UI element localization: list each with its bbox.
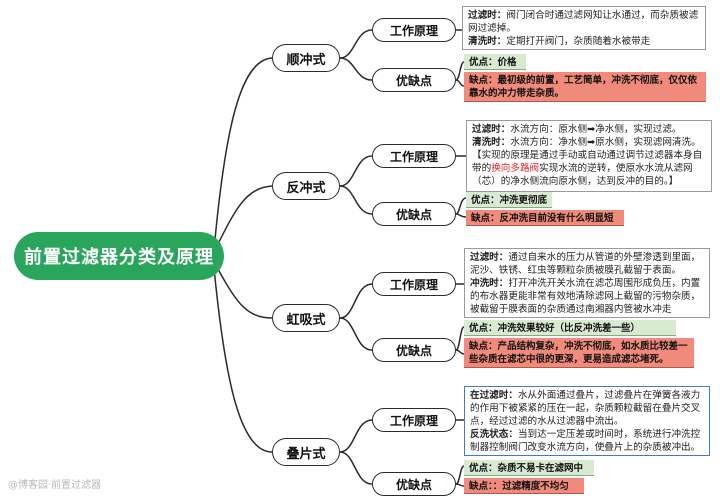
category-diepian[interactable]: 叠片式 (272, 438, 340, 466)
pro-tag: 优点：冲洗效果较好（比反冲洗差一些） (464, 320, 676, 336)
principle-node[interactable]: 工作原理 (372, 408, 456, 432)
principle-text: 当到达一定压差或时间时，系统进行冲洗控制器控制阀门改变水流方向，使叠片上的杂质被… (470, 429, 701, 453)
principle-text: 阀门闭合时通过滤网知让水通过，而杂质被滤网过滤掉。 (468, 10, 699, 34)
principle-text: 水从外面通过叠片，过滤叠片在弹簧各液力的作用下被紧紧的压在一起，杂质颗粒截留在叠… (470, 390, 701, 427)
principle-key: 冲洗时： (470, 278, 509, 289)
con-tag: 缺点：：过滤精度不均匀 (464, 478, 584, 494)
principle-box: 过滤时：水流方向：原水侧➡净水侧，实现过滤。 清洗时：水流方向：净水侧➡原水侧，… (466, 120, 712, 192)
principle-text: 定期打开阀门，杂质随着水被带走 (506, 36, 651, 47)
con-tag: 缺点：最初级的前置，工艺简单，冲洗不彻底，仅仅依靠水的冲力带走杂质。 (464, 72, 706, 102)
category-shunchong[interactable]: 顺冲式 (272, 44, 340, 72)
principle-node[interactable]: 工作原理 (372, 272, 456, 296)
principle-key: 清洗时： (472, 137, 511, 148)
procon-node[interactable]: 优缺点 (372, 68, 456, 92)
procon-node[interactable]: 优缺点 (372, 472, 456, 496)
principle-text: 水流方向：原水侧➡净水侧，实现过滤。 (510, 124, 682, 135)
principle-key: 过滤时： (468, 10, 507, 21)
watermark: @博客园·前置过滤器 (8, 480, 102, 491)
principle-key: 在过滤时： (470, 390, 518, 401)
procon-node[interactable]: 优缺点 (372, 202, 456, 226)
principle-box: 过滤时：阀门闭合时通过滤网知让水通过，而杂质被滤网过滤掉。 清洗时：定期打开阀门… (462, 6, 706, 50)
root-node[interactable]: 前置过滤器分类及原理 (14, 232, 224, 280)
principle-key: 清洗时： (468, 36, 507, 47)
principle-text: 通过自来水的压力从管道的外壁渗透到里面，泥沙、铁锈、红虫等颗粒杂质被膜孔截留于表… (470, 252, 701, 276)
principle-key: 过滤时： (472, 124, 511, 135)
pro-tag: 优点：杂质不易卡在滤网中 (464, 460, 594, 476)
principle-key: 过滤时： (470, 252, 509, 263)
principle-text: 打开冲洗开关水流在滤芯周围形成负压，内置的布水器更能非常有效地清除滤网上截留的污… (470, 278, 701, 315)
con-tag: 缺点：反冲洗目前没有什么明显短板 (466, 210, 624, 226)
category-fanchong[interactable]: 反冲式 (272, 172, 340, 200)
principle-box: 过滤时：通过自来水的压力从管道的外壁渗透到里面，泥沙、铁锈、红虫等颗粒杂质被膜孔… (464, 248, 710, 318)
principle-text: 水流方向：净水侧➡原水侧，实现滤网清洗。 (510, 137, 701, 148)
pro-tag: 优点：冲洗更彻底 (466, 192, 552, 208)
highlight-text: 换向多路阀 (491, 163, 540, 174)
principle-box: 在过滤时：水从外面通过叠片，过滤叠片在弹簧各液力的作用下被紧紧的压在一起，杂质颗… (464, 386, 710, 456)
principle-key: 反洗状态： (470, 429, 518, 440)
category-hongxi[interactable]: 虹吸式 (272, 304, 340, 332)
pro-tag: 优点：价格低 (464, 54, 526, 70)
principle-note: 【实现的原理是通过手动或自动通过调节过滤器本身自带的换向多路阀实现水流的逆转，使… (472, 150, 703, 187)
procon-node[interactable]: 优缺点 (372, 338, 456, 362)
principle-node[interactable]: 工作原理 (372, 18, 456, 42)
con-tag: 缺点：产品结构复杂，冲洗不彻底，如水质比较差一些杂质在滤芯中很的更深，更易造成滤… (464, 338, 694, 368)
principle-node[interactable]: 工作原理 (372, 144, 456, 168)
